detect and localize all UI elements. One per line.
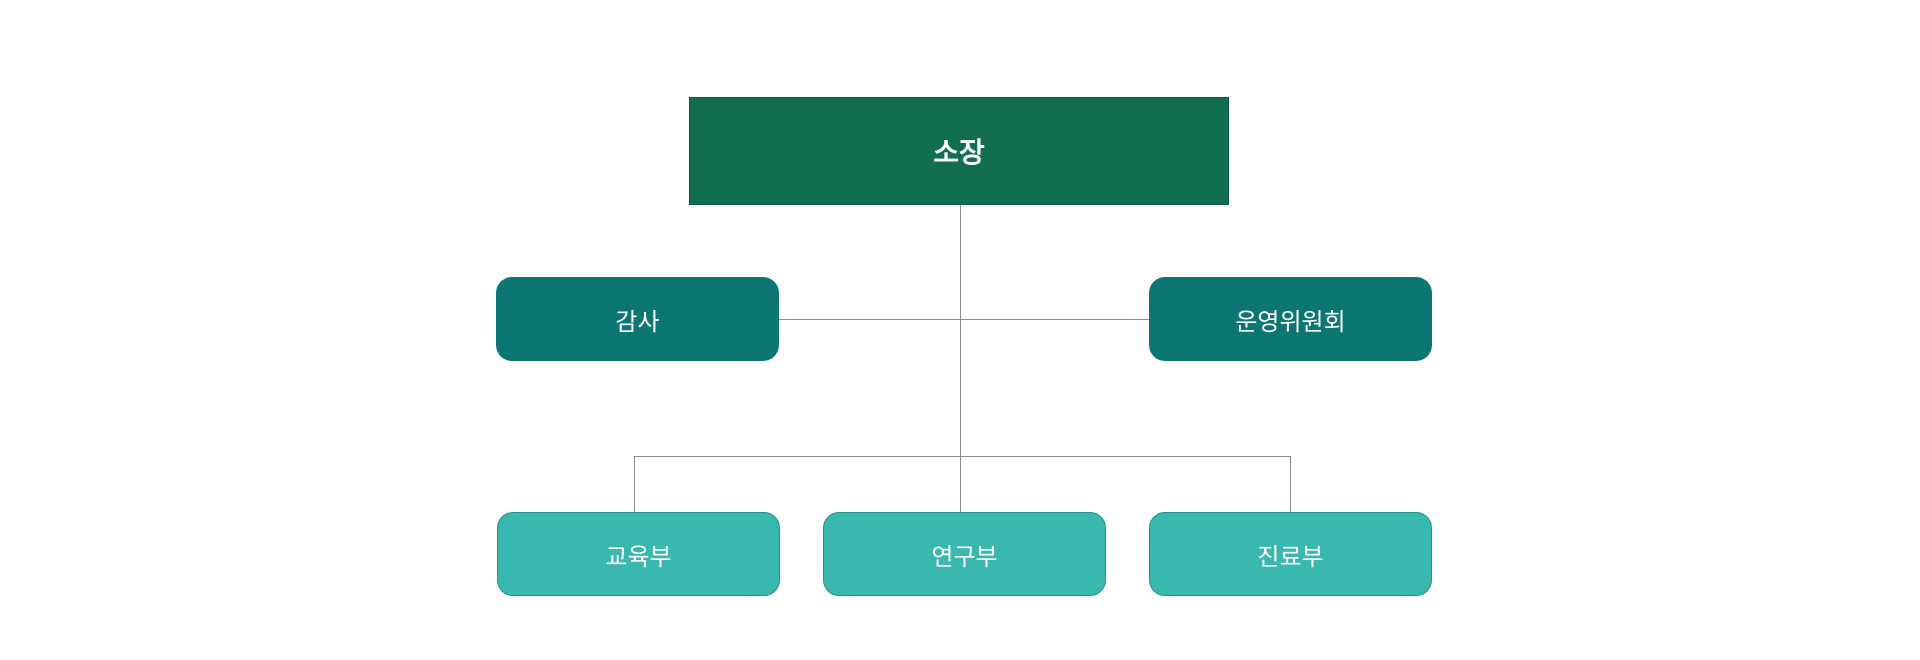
connector-drop-clinical <box>1290 456 1291 512</box>
connector-department-bar <box>634 456 1290 457</box>
node-audit: 감사 <box>496 277 779 361</box>
node-director-label: 소장 <box>933 136 985 169</box>
node-education-dept: 교육부 <box>497 512 780 596</box>
node-director: 소장 <box>689 97 1229 205</box>
node-steering-committee-label: 운영위원회 <box>1235 307 1346 336</box>
node-clinical-dept: 진료부 <box>1149 512 1432 596</box>
connector-side-units <box>779 319 1149 320</box>
node-audit-label: 감사 <box>615 307 660 336</box>
node-clinical-dept-label: 진료부 <box>1257 542 1324 571</box>
node-education-dept-label: 교육부 <box>605 542 672 571</box>
node-research-dept-label: 연구부 <box>931 542 998 571</box>
node-research-dept: 연구부 <box>823 512 1106 596</box>
connector-drop-education <box>634 456 635 512</box>
connector-trunk <box>960 205 961 512</box>
node-steering-committee: 운영위원회 <box>1149 277 1432 361</box>
